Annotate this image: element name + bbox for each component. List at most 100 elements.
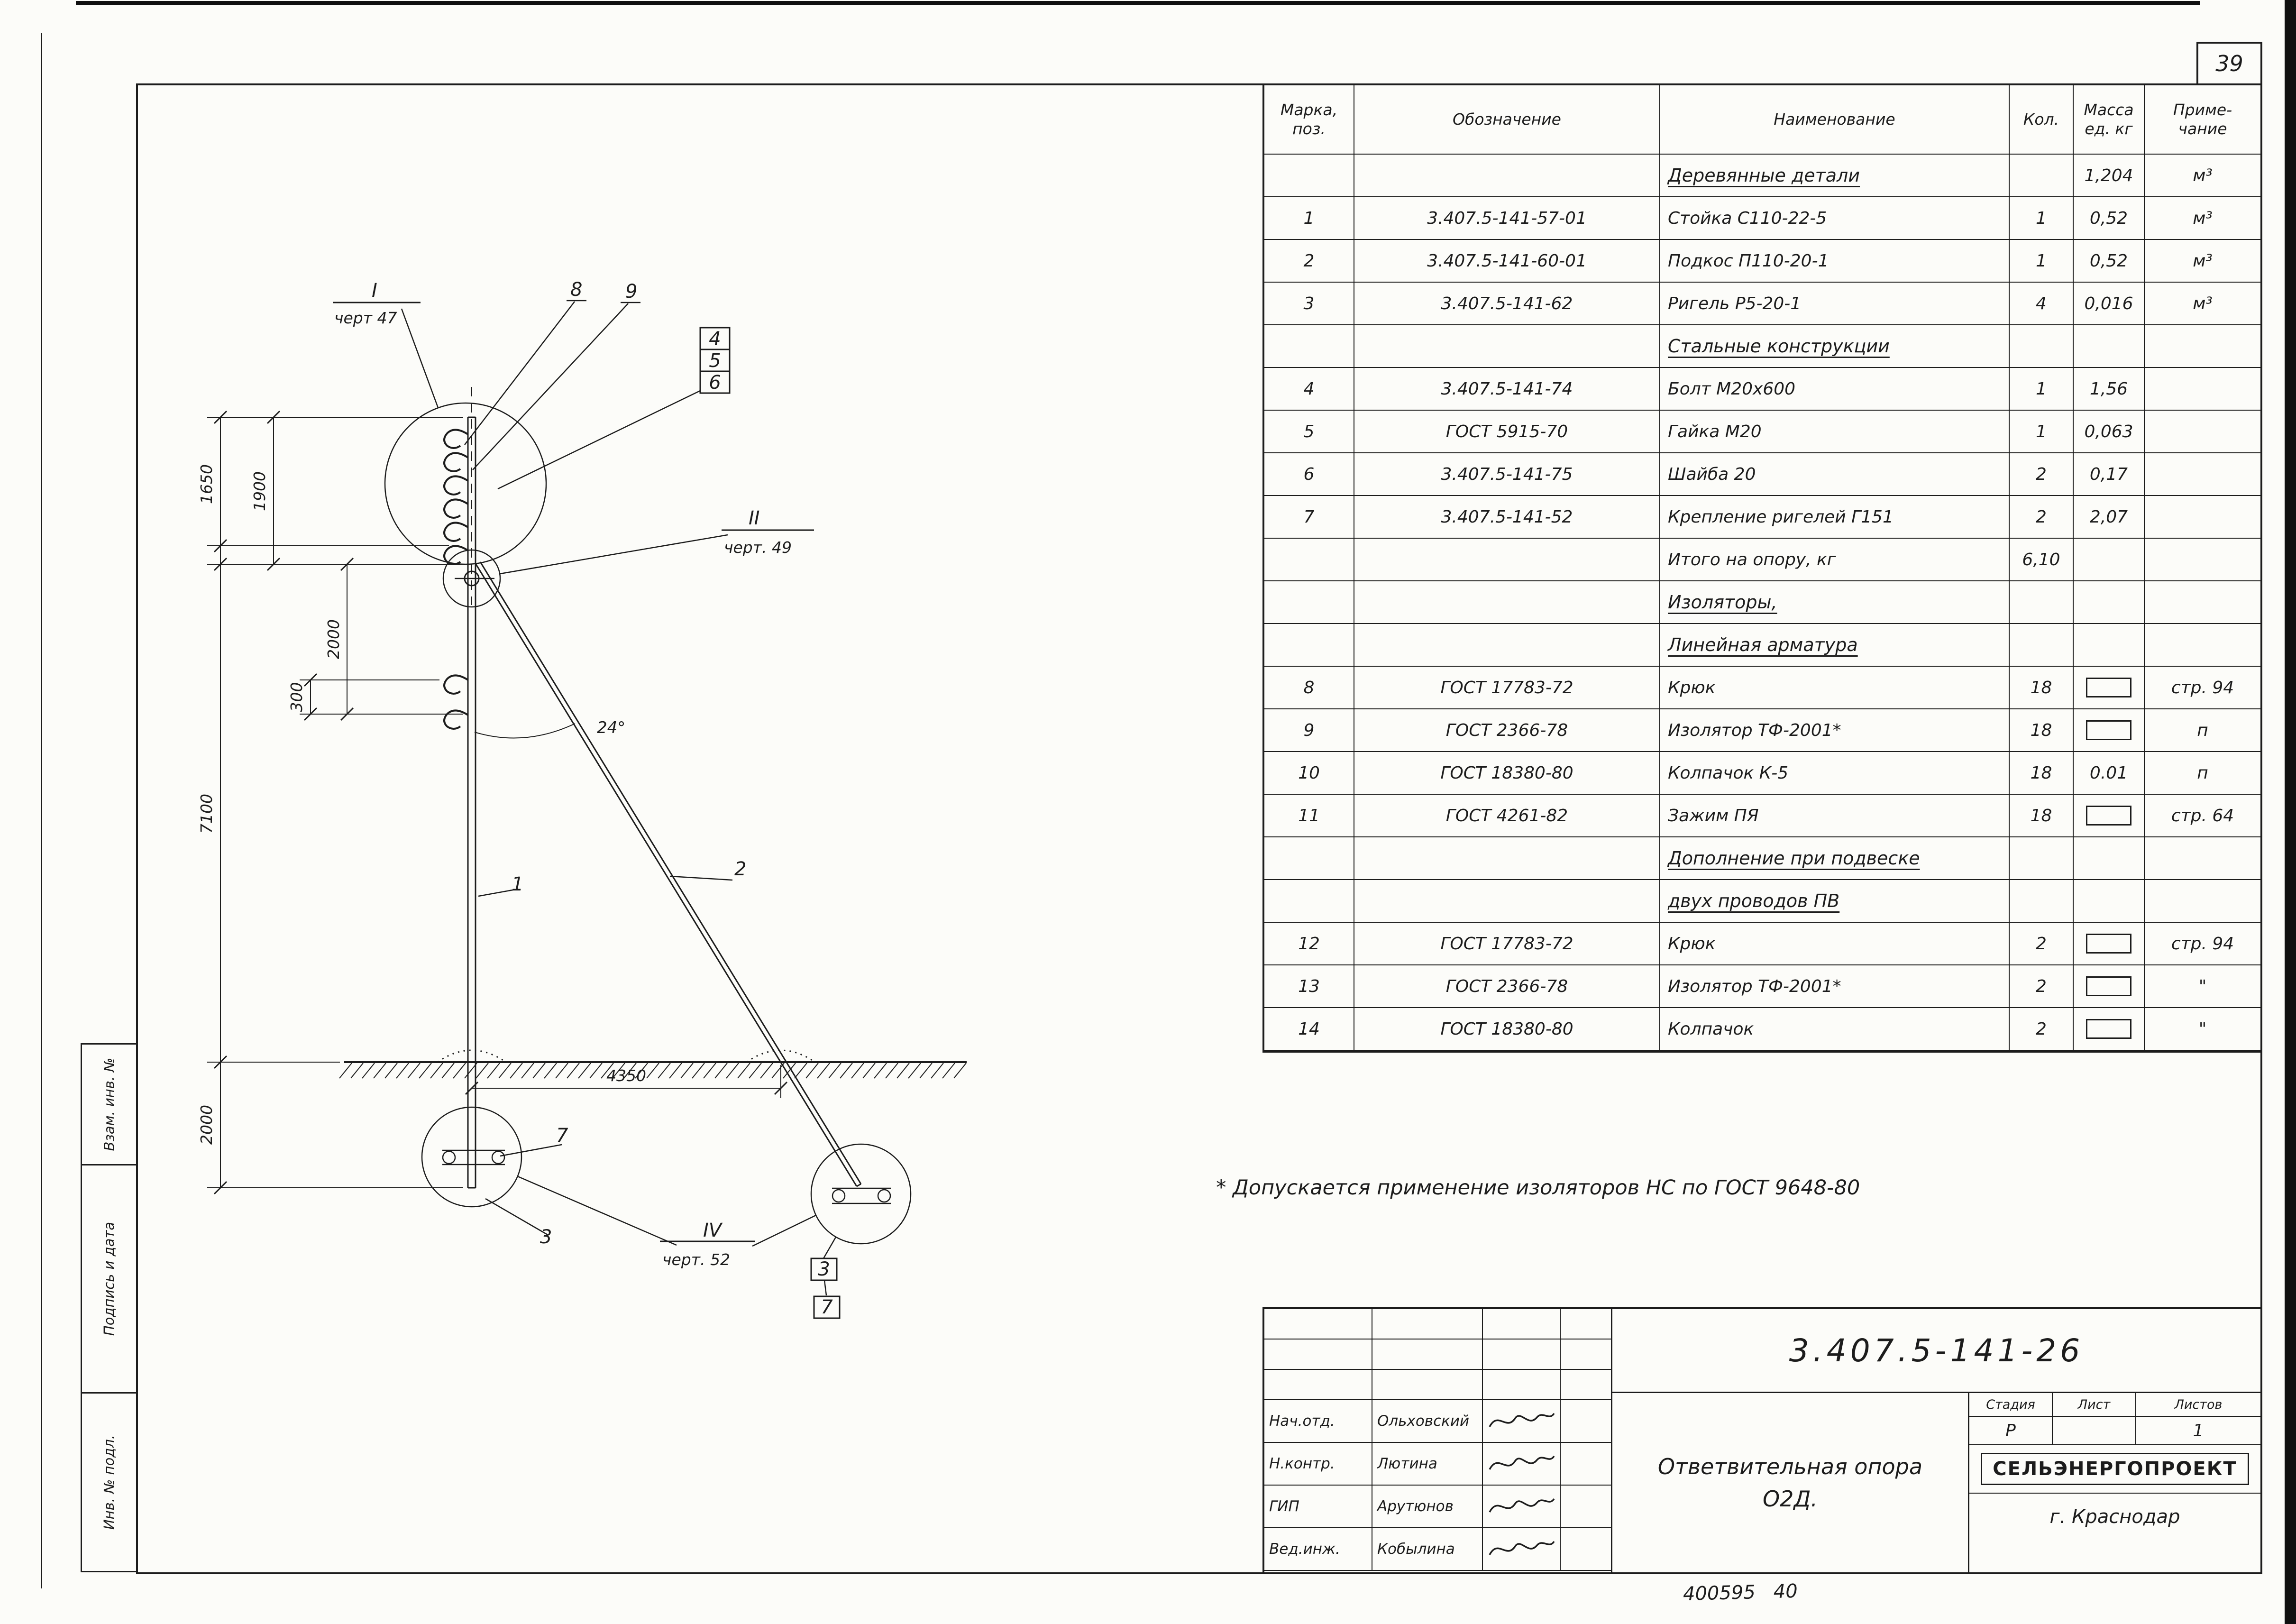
part-label-7: 7 xyxy=(556,1125,568,1147)
spec-cell-note: м³ xyxy=(2145,240,2260,283)
hooks xyxy=(443,429,469,730)
spec-cell-note xyxy=(2145,453,2260,496)
titleblock-empty-cell xyxy=(1561,1370,1611,1400)
titleblock-empty-cell xyxy=(1561,1340,1611,1370)
part-label-7b: 7 xyxy=(821,1296,833,1318)
hook-icon xyxy=(443,674,469,695)
signature-scribble-cell xyxy=(1483,1400,1561,1443)
hook-icon xyxy=(443,709,469,730)
spec-cell-designation: ГОСТ 4261-82 xyxy=(1354,795,1660,837)
sheet-label: Лист xyxy=(2053,1393,2136,1417)
pole-drawing: I черт 47 II черт. 49 IV черт. 52 8 9 4 … xyxy=(197,279,967,1319)
spec-header-mass: Масса ед. кг xyxy=(2074,85,2145,155)
hook-icon xyxy=(443,452,469,472)
spec-cell-note: " xyxy=(2145,965,2260,1008)
spec-name-text: Изолятор ТФ-2001* xyxy=(1668,976,1841,996)
spec-cell-name: Крепление ригелей Г151 xyxy=(1660,496,2010,539)
spec-cell-name: Ригель Р5-20-1 xyxy=(1660,283,2010,325)
spec-cell-mass xyxy=(2074,581,2145,624)
hook-icon xyxy=(443,522,469,542)
titleblock-empty-grid xyxy=(1264,1309,1611,1400)
spec-cell-mark: 14 xyxy=(1264,1008,1354,1051)
detail-circle-attach xyxy=(442,549,501,608)
spec-cell-note: стр. 94 xyxy=(2145,667,2260,709)
mass-blank-box xyxy=(2086,720,2131,740)
leader-lines xyxy=(333,300,841,1319)
drawing-title-line2: О2Д. xyxy=(1762,1486,1818,1512)
spec-cell-designation xyxy=(1354,624,1660,667)
spec-cell-qty: 2 xyxy=(2010,453,2074,496)
spec-cell-qty: 18 xyxy=(2010,709,2074,752)
spec-cell-name: Деревянные детали xyxy=(1660,155,2010,197)
spec-name-text: Зажим ПЯ xyxy=(1668,806,1759,826)
titleblock-empty-cell xyxy=(1264,1340,1372,1370)
angle-arc xyxy=(474,723,576,739)
titleblock-empty-cell xyxy=(1372,1370,1483,1400)
spec-cell-qty: 1 xyxy=(2010,411,2074,453)
part-label-8: 8 xyxy=(570,279,582,301)
spec-cell-name: Крюк xyxy=(1660,923,2010,965)
signature-name: Арутюнов xyxy=(1372,1486,1483,1528)
spec-cell-note xyxy=(2145,880,2260,923)
sheets-value: 1 xyxy=(2193,1421,2204,1440)
part-label-3b: 3 xyxy=(818,1258,830,1280)
spec-cell-name: Изолятор ТФ-2001* xyxy=(1660,709,2010,752)
spec-cell-qty xyxy=(2010,581,2074,624)
dim-angle: 24° xyxy=(597,718,625,737)
spec-cell-designation xyxy=(1354,155,1660,197)
spec-cell-qty: 18 xyxy=(2010,752,2074,795)
titleblock-empty-cell xyxy=(1561,1309,1611,1340)
hook-icon xyxy=(443,429,469,449)
part-label-6: 6 xyxy=(709,372,721,394)
spec-cell-name: Стальные конструкции xyxy=(1660,325,2010,368)
spec-cell-mark: 11 xyxy=(1264,795,1354,837)
organization: СЕЛЬЭНЕРГОПРОЕКТ xyxy=(1969,1445,2260,1494)
spec-cell-qty xyxy=(2010,325,2074,368)
sheet-value xyxy=(2053,1417,2136,1444)
part-label-1: 1 xyxy=(512,873,523,895)
spec-cell-name: Шайба 20 xyxy=(1660,453,2010,496)
spec-cell-mark: 10 xyxy=(1264,752,1354,795)
spec-name-text: Стойка С110-22-5 xyxy=(1668,208,1827,228)
detail-circle-top xyxy=(384,402,547,565)
spec-cell-mark: 8 xyxy=(1264,667,1354,709)
signature-role: Нач.отд. xyxy=(1264,1400,1372,1443)
detail1-roman: I xyxy=(372,280,377,302)
scan-edge-top xyxy=(76,1,2200,5)
stamp-label: Подпись и дата xyxy=(101,1221,117,1336)
spec-name-text: двух проводов ПВ xyxy=(1668,890,1840,911)
spec-cell-mass xyxy=(2074,1008,2145,1051)
mass-blank-box xyxy=(2086,976,2131,996)
spec-cell-designation: 3.407.5-141-57-01 xyxy=(1354,197,1660,240)
dim-2000-mid: 2000 xyxy=(324,619,343,659)
organization-name: СЕЛЬЭНЕРГОПРОЕКТ xyxy=(1981,1453,2249,1485)
spec-cell-designation xyxy=(1354,581,1660,624)
titleblock-empty-cell xyxy=(1372,1309,1483,1340)
spec-cell-note: м³ xyxy=(2145,197,2260,240)
part-label-3: 3 xyxy=(540,1226,552,1248)
spec-cell-mark: 5 xyxy=(1264,411,1354,453)
detail-circle-pole-base xyxy=(421,1106,522,1208)
spec-cell-mark xyxy=(1264,837,1354,880)
inventory-footer: 400595 40 xyxy=(1683,1580,1798,1606)
detail2-roman: II xyxy=(749,507,760,529)
spec-header-name: Наименование xyxy=(1660,85,2010,155)
signature-name: Кобылина xyxy=(1372,1528,1483,1571)
spec-header-note: Приме- чание xyxy=(2145,85,2260,155)
signature-scribble-cell xyxy=(1483,1528,1561,1571)
spec-cell-mass: 0,52 xyxy=(2074,240,2145,283)
drawing-text: I черт 47 II черт. 49 IV черт. 52 8 9 4 … xyxy=(197,279,833,1318)
spec-name-text: Стальные конструкции xyxy=(1668,336,1890,357)
spec-cell-mass: 1,204 xyxy=(2074,155,2145,197)
label-box-6 xyxy=(699,370,731,394)
spec-cell-designation: 3.407.5-141-60-01 xyxy=(1354,240,1660,283)
part-label-2: 2 xyxy=(734,858,746,880)
spec-cell-qty: 1 xyxy=(2010,197,2074,240)
spec-cell-mass xyxy=(2074,709,2145,752)
spec-cell-note xyxy=(2145,624,2260,667)
dimension-lines xyxy=(207,410,788,1195)
part-label-4: 4 xyxy=(709,328,721,350)
detail4-ref: черт. 52 xyxy=(662,1250,730,1269)
